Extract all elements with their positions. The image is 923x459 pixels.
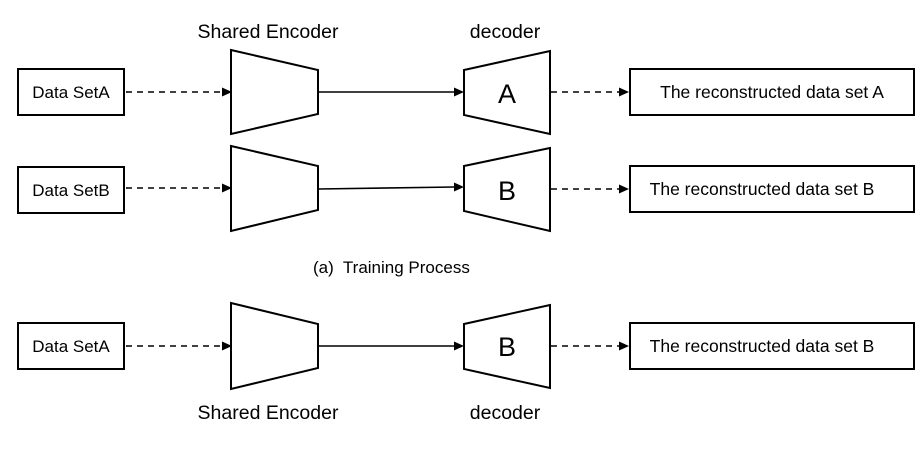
output-box-reconstructed-inference: [629, 322, 915, 370]
arrowhead-encoder-to-decoder-a: [454, 87, 464, 97]
output-label-reconstructed-b: The reconstructed data set B: [650, 179, 875, 199]
input-box-dataset-a-inference: [17, 322, 125, 370]
decoder-letter-inference: B: [498, 332, 516, 362]
shared-encoder-trapezoid-b: [230, 144, 319, 233]
decoder-trapezoid-inference: [463, 303, 551, 390]
arrowhead-decoder-to-output-a: [619, 87, 629, 97]
input-box-dataset-b: [17, 166, 125, 214]
decoder-trapezoid-b: [463, 146, 551, 233]
arrowhead-encoder-to-decoder-b: [454, 182, 464, 192]
training-row-b: Data SetB B The reconstructed data set B: [17, 144, 915, 233]
input-label-dataset-a: Data SetA: [32, 83, 110, 102]
output-box-reconstructed-b: [629, 165, 915, 213]
decoder-trapezoid-a: [463, 49, 551, 136]
output-label-reconstructed-a: The reconstructed data set A: [660, 82, 884, 102]
solid-arrow-encoder-to-decoder-b: [317, 186, 456, 190]
shared-encoder-trapezoid-inference: [230, 301, 319, 391]
output-label-reconstructed-inference: The reconstructed data set B: [650, 336, 875, 356]
shared-encoder-heading-bottom: Shared Encoder: [198, 402, 339, 424]
arrowhead-input-to-encoder-b: [222, 183, 232, 193]
output-box-reconstructed-a: [629, 68, 915, 116]
shared-encoder-trapezoid-a: [230, 48, 319, 136]
decoder-heading-bottom: decoder: [470, 402, 541, 424]
arrowhead-input-to-encoder-inference: [222, 341, 232, 351]
input-label-dataset-b: Data SetB: [32, 181, 110, 200]
input-box-dataset-a: [17, 68, 125, 116]
arrowhead-input-to-encoder-a: [222, 87, 232, 97]
input-label-dataset-a-inference: Data SetA: [32, 337, 110, 356]
decoder-heading-top: decoder: [470, 21, 541, 43]
arrowhead-decoder-to-output-b: [619, 184, 629, 194]
inference-row: Data SetA B The reconstructed data set B: [17, 301, 915, 391]
decoder-letter-b: B: [498, 176, 516, 206]
arrowhead-encoder-to-decoder-inference: [454, 341, 464, 351]
decoder-letter-a: A: [498, 79, 516, 109]
training-process-caption: (a) Training Process: [313, 258, 470, 277]
training-row-a: Data SetA A The reconstructed data set A: [17, 48, 915, 136]
arrowhead-decoder-to-output-inference: [619, 341, 629, 351]
shared-encoder-heading-top: Shared Encoder: [198, 21, 339, 43]
